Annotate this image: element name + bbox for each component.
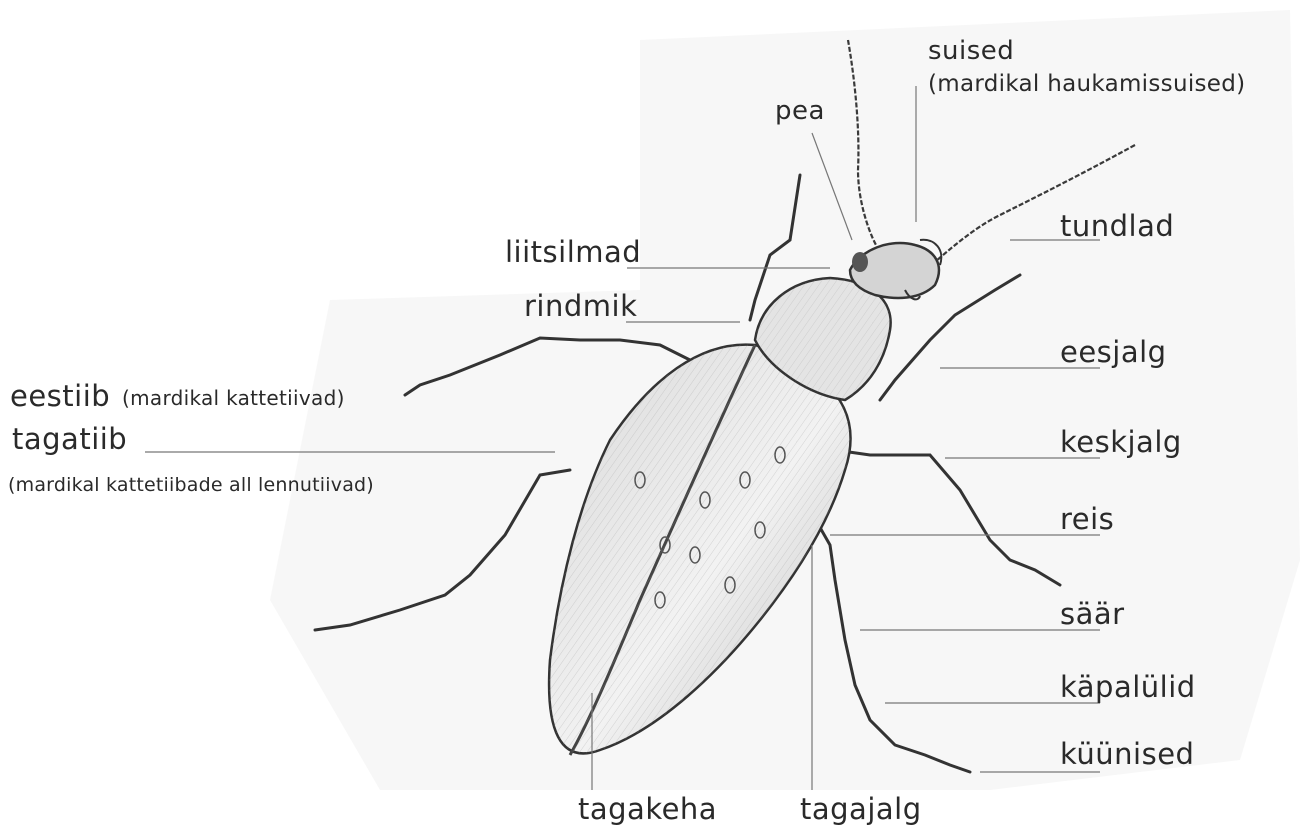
- label-suised-note: (mardikal haukamissuised): [928, 73, 1245, 96]
- label-tagajalg: tagajalg: [800, 795, 922, 824]
- label-rindmik: rindmik: [524, 292, 637, 321]
- label-liitsilmad: liitsilmad: [505, 238, 641, 267]
- label-eestiib-note: (mardikal kattetiivad): [122, 388, 345, 408]
- label-keskjalg: keskjalg: [1060, 428, 1182, 457]
- label-pea: pea: [775, 98, 825, 124]
- label-saar: säär: [1060, 600, 1125, 629]
- label-reis: reis: [1060, 505, 1114, 534]
- label-eesjalg: eesjalg: [1060, 338, 1167, 367]
- label-kuunised: küünised: [1060, 740, 1194, 769]
- label-suised: suised: [928, 38, 1014, 64]
- label-tagatiib: tagatiib: [12, 425, 127, 454]
- label-tagatiib-note: (mardikal kattetiibade all lennutiivad): [8, 476, 374, 495]
- label-tagakeha: tagakeha: [578, 795, 717, 824]
- label-kapalulid: käpalülid: [1060, 673, 1196, 702]
- label-eestiib: eestiib: [10, 382, 110, 411]
- label-tundlad: tundlad: [1060, 212, 1174, 241]
